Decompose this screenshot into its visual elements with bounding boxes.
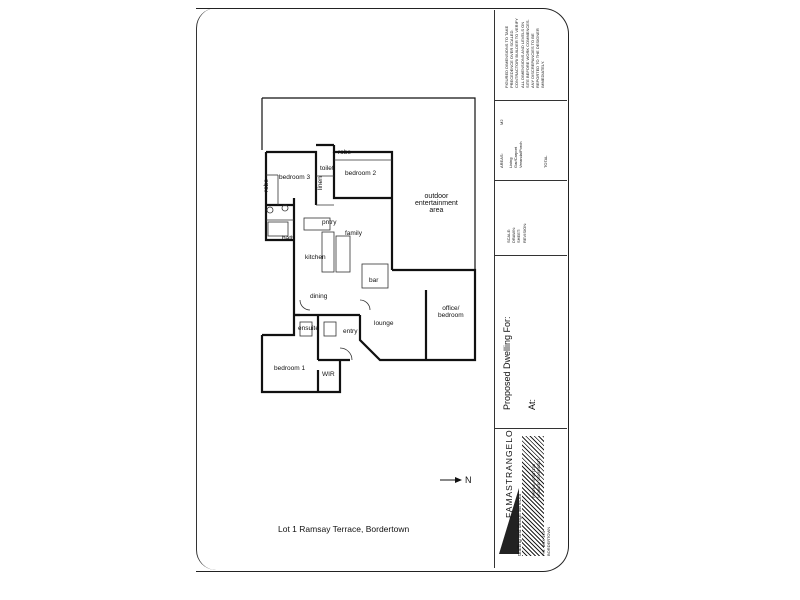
company-phone: PHONE: 87557108 MOBILE: 0419530027 — [531, 458, 542, 498]
title-divider — [495, 100, 567, 101]
room-wir: WIR — [322, 371, 335, 378]
company-logo — [499, 488, 519, 554]
north-label: N — [465, 475, 472, 485]
room-entry: entry — [343, 328, 358, 335]
room-bath: bath — [282, 235, 295, 242]
room-robe-top: robe — [338, 149, 352, 156]
room-office-bedroom: office/ bedroom — [438, 305, 464, 319]
room-pantry: pntry — [322, 219, 337, 226]
drawing-caption: Lot 1 Ramsay Terrace, Bordertown — [278, 524, 410, 534]
drawing-sheet — [196, 8, 569, 572]
room-family: family — [345, 230, 362, 237]
at-label: At: — [527, 398, 537, 410]
company-address: P.O. BOX 124 BORDERTOWN — [541, 526, 552, 556]
room-linen: linen — [317, 176, 324, 190]
proposed-dwelling-label: Proposed Dwelling For: — [502, 316, 512, 410]
room-dining: dining — [310, 293, 328, 300]
title-notes: FIGURED DIMENSIONS TO TAKE PRECEDENCE OV… — [504, 18, 546, 88]
areas-title: AREAS: — [499, 153, 504, 168]
title-divider — [495, 255, 567, 256]
room-robe-left: robe — [263, 178, 270, 192]
company-name: FAMASTRANGELO — [504, 429, 514, 518]
title-divider — [495, 428, 567, 429]
areas-total: TOTAL — [543, 155, 548, 168]
sheet-left-edge — [196, 8, 227, 570]
room-outdoor-entertainment: outdoor entertainment area — [415, 193, 458, 214]
areas-rows: Living Gar/Carport Veranda/Porch — [508, 141, 524, 168]
company-logo-hatch — [522, 436, 544, 556]
room-lounge: lounge — [374, 320, 394, 327]
room-toilet: toilet — [320, 165, 334, 172]
title-divider — [495, 180, 567, 181]
room-kitchen: kitchen — [305, 254, 326, 261]
room-ensuite: ensuite — [298, 325, 319, 332]
scale-labels: SCALE: DRAWN: SHEET: REVISION: — [506, 222, 527, 243]
room-bedroom-2: bedroom 2 — [345, 170, 377, 177]
company-subtitle: drafting and design services — [517, 493, 523, 556]
title-block — [494, 10, 567, 568]
room-bedroom-3: bedroom 3 — [279, 174, 311, 181]
room-bedroom-1: bedroom 1 — [274, 365, 306, 372]
room-bar: bar — [369, 277, 379, 284]
areas-unit: M2 — [499, 119, 504, 125]
